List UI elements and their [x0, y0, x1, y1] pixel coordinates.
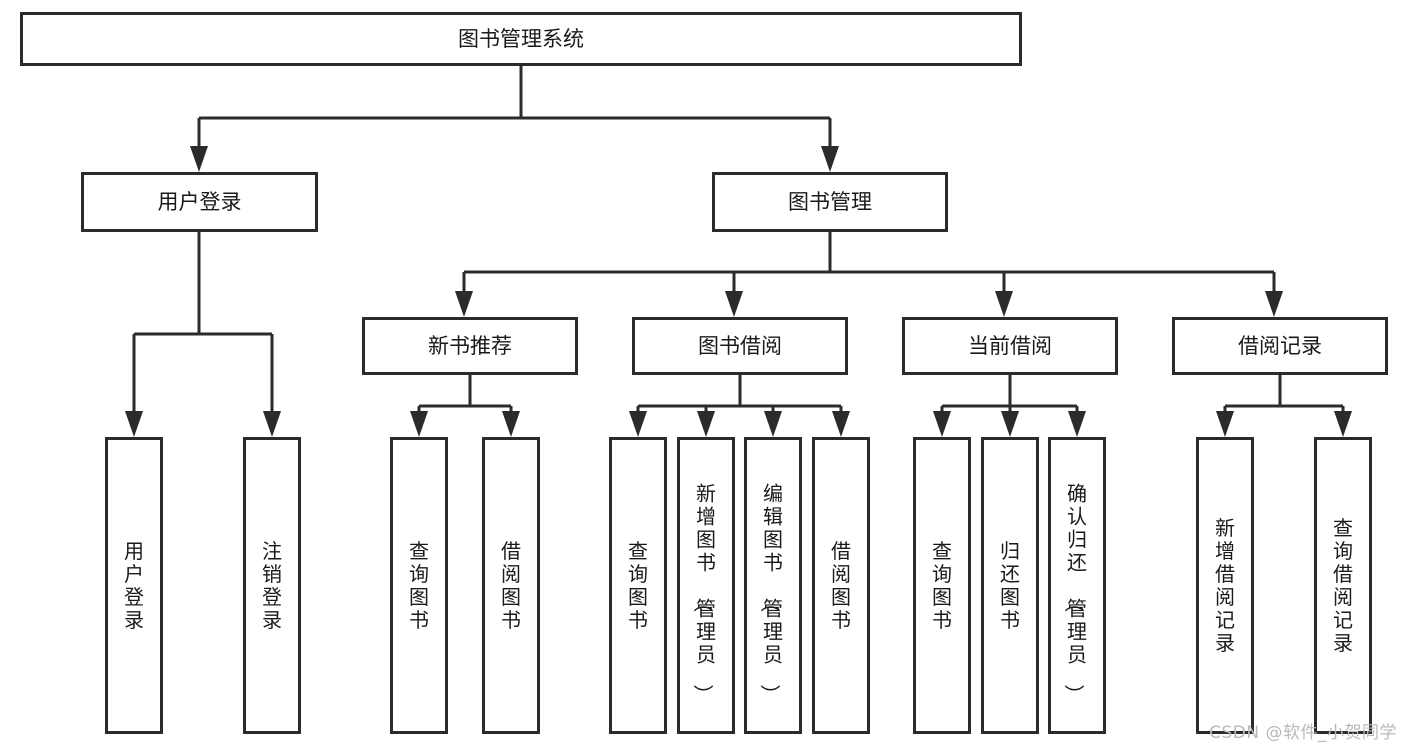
- node-box: [712, 172, 948, 232]
- node-box: [812, 437, 870, 734]
- node-label: 新增图书（管理员）: [691, 481, 716, 704]
- node-box: [482, 437, 540, 734]
- node-box: [1172, 317, 1388, 375]
- node-box: [362, 317, 578, 375]
- node-label: 新增借阅记录: [1215, 516, 1235, 655]
- node-label: 用户登录: [158, 190, 242, 214]
- node-l3-add-record[interactable]: 新增借阅记录: [1196, 437, 1254, 734]
- node-box: [1196, 437, 1254, 734]
- node-l3-query-book-b[interactable]: 查询图书: [609, 437, 667, 734]
- connector-book-borrow-to-leaves: [629, 375, 850, 437]
- connector-borrow-record-to-leaves: [1216, 375, 1352, 437]
- node-l2-current-borrow[interactable]: 当前借阅: [902, 317, 1118, 375]
- node-box: [677, 437, 735, 734]
- node-box: [1048, 437, 1106, 734]
- node-l3-user-login[interactable]: 用户登录: [105, 437, 163, 734]
- node-label: 图书管理系统: [458, 27, 584, 51]
- node-box: [744, 437, 802, 734]
- node-label: 当前借阅: [968, 334, 1052, 358]
- node-label: 新书推荐: [428, 334, 512, 358]
- connector-layer: [125, 66, 1352, 437]
- node-label: 图书管理: [788, 190, 872, 214]
- node-l3-return-book[interactable]: 归还图书: [981, 437, 1039, 734]
- node-box: [20, 12, 1022, 66]
- node-l3-edit-book[interactable]: 编辑图书（管理员）: [744, 437, 802, 734]
- node-l2-book-borrow[interactable]: 图书借阅: [632, 317, 848, 375]
- node-label: 查询图书: [409, 539, 429, 632]
- node-l2-new-book-rec[interactable]: 新书推荐: [362, 317, 578, 375]
- node-label: 查询图书: [628, 539, 648, 632]
- node-l3-logout[interactable]: 注销登录: [243, 437, 301, 734]
- node-label: 查询借阅记录: [1333, 516, 1353, 655]
- node-l3-add-book[interactable]: 新增图书（管理员）: [677, 437, 735, 734]
- node-label: 用户登录: [124, 539, 144, 632]
- node-label: 图书借阅: [698, 334, 782, 358]
- node-box: [1314, 437, 1372, 734]
- node-box: [390, 437, 448, 734]
- node-l2-borrow-record[interactable]: 借阅记录: [1172, 317, 1388, 375]
- node-label: 查询图书: [932, 539, 952, 632]
- node-l1-book-manage[interactable]: 图书管理: [712, 172, 948, 232]
- node-root[interactable]: 图书管理系统: [20, 12, 1022, 66]
- node-label: 确认归还（管理员）: [1062, 481, 1087, 704]
- node-l3-confirm-return[interactable]: 确认归还（管理员）: [1048, 437, 1106, 734]
- node-label: 编辑图书（管理员）: [758, 481, 783, 704]
- node-l3-borrow-book-a[interactable]: 借阅图书: [482, 437, 540, 734]
- node-box: [902, 317, 1118, 375]
- node-layer: 图书管理系统用户登录图书管理新书推荐图书借阅当前借阅借阅记录用户登录注销登录查询…: [20, 12, 1388, 734]
- connector-new-book-rec-to-leaves: [410, 375, 520, 437]
- node-box: [609, 437, 667, 734]
- node-box: [913, 437, 971, 734]
- connector-root-to-level1: [190, 66, 839, 172]
- connector-user-login-to-leaves: [125, 232, 281, 437]
- node-box: [632, 317, 848, 375]
- node-label: 归还图书: [1000, 539, 1020, 632]
- node-label: 借阅记录: [1238, 334, 1322, 358]
- node-box: [243, 437, 301, 734]
- node-l3-borrow-book-b[interactable]: 借阅图书: [812, 437, 870, 734]
- connector-current-borrow-to-leaves: [933, 375, 1086, 437]
- node-box: [105, 437, 163, 734]
- node-label: 注销登录: [262, 539, 282, 632]
- node-l3-query-book-c[interactable]: 查询图书: [913, 437, 971, 734]
- node-l3-query-record[interactable]: 查询借阅记录: [1314, 437, 1372, 734]
- node-box: [981, 437, 1039, 734]
- node-l3-query-book-a[interactable]: 查询图书: [390, 437, 448, 734]
- node-l1-user-login[interactable]: 用户登录: [81, 172, 318, 232]
- node-label: 借阅图书: [501, 539, 521, 632]
- connector-book-manage-to-level2: [455, 232, 1283, 317]
- node-box: [81, 172, 318, 232]
- node-label: 借阅图书: [831, 539, 851, 632]
